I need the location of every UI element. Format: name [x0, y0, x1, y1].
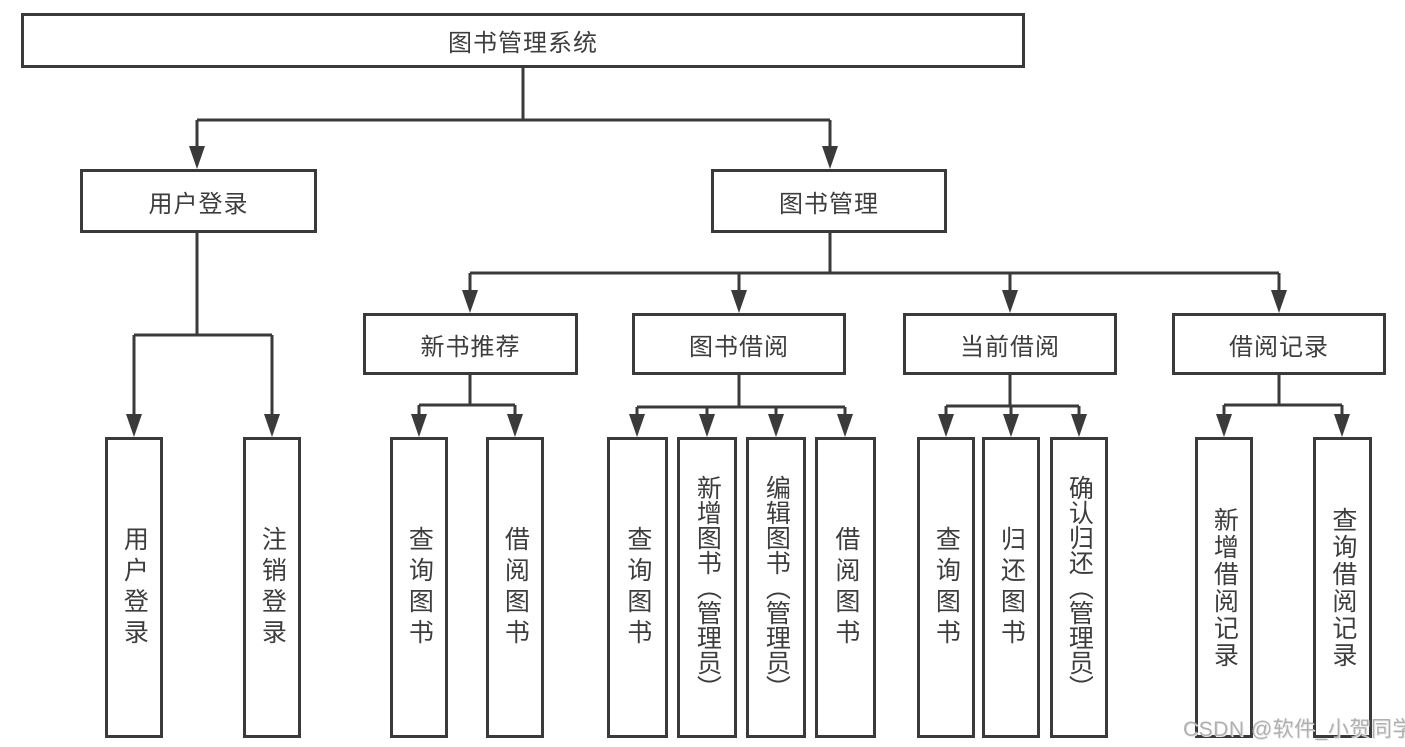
leaf-query-books-current: 查询图书 — [917, 437, 975, 738]
node-user-login: 用户登录 — [80, 169, 317, 233]
node-label: 查询借阅记录 — [1328, 506, 1357, 669]
node-borrowing-records: 借阅记录 — [1172, 313, 1386, 375]
node-label: 用户登录 — [120, 525, 149, 650]
leaf-borrow-books-recommend: 借阅图书 — [486, 437, 544, 738]
leaf-return-book: 归还图书 — [982, 437, 1040, 738]
node-library-management-system: 图书管理系统 — [21, 13, 1025, 68]
node-label: 查询图书 — [405, 525, 434, 650]
node-label: 当前借阅 — [960, 333, 1060, 361]
node-current-borrowing: 当前借阅 — [903, 313, 1117, 375]
node-label: 确认归还（管理员） — [1065, 475, 1094, 700]
node-label: 新书推荐 — [420, 333, 521, 361]
node-book-borrowing: 图书借阅 — [632, 313, 846, 375]
node-label: 图书借阅 — [689, 333, 789, 361]
node-label: 用户登录 — [148, 190, 249, 218]
leaf-edit-book-admin: 编辑图书（管理员） — [746, 437, 806, 738]
node-book-management: 图书管理 — [711, 169, 947, 233]
node-label: 借阅记录 — [1229, 333, 1329, 361]
csdn-watermark: CSDN @软件_小贺同学 — [1183, 718, 1405, 741]
node-label: 归还图书 — [997, 525, 1026, 650]
node-label: 新增借阅记录 — [1210, 506, 1239, 669]
leaf-user-login: 用户登录 — [105, 437, 163, 738]
node-label: 编辑图书（管理员） — [762, 475, 791, 700]
node-label: 图书管理 — [779, 190, 879, 218]
leaf-borrow-books-borrowing: 借阅图书 — [815, 437, 876, 738]
arrowhead-group — [126, 146, 1350, 437]
node-label: 图书管理系统 — [448, 30, 598, 57]
leaf-query-books-recommend: 查询图书 — [390, 437, 448, 738]
leaf-confirm-return-admin: 确认归还（管理员） — [1050, 437, 1108, 738]
node-label: 查询图书 — [623, 525, 652, 650]
node-label: 查询图书 — [932, 525, 961, 650]
node-new-book-recommendation: 新书推荐 — [363, 313, 578, 375]
node-label: 借阅图书 — [831, 525, 860, 650]
node-label: 借阅图书 — [501, 525, 530, 650]
node-label: 注销登录 — [258, 525, 287, 650]
leaf-query-borrow-record: 查询借阅记录 — [1313, 437, 1372, 738]
leaf-add-borrow-record: 新增借阅记录 — [1195, 437, 1253, 738]
node-label: 新增图书（管理员） — [693, 475, 722, 700]
leaf-add-book-admin: 新增图书（管理员） — [677, 437, 737, 738]
leaf-query-books-borrowing: 查询图书 — [607, 437, 668, 738]
leaf-logout: 注销登录 — [243, 437, 301, 738]
